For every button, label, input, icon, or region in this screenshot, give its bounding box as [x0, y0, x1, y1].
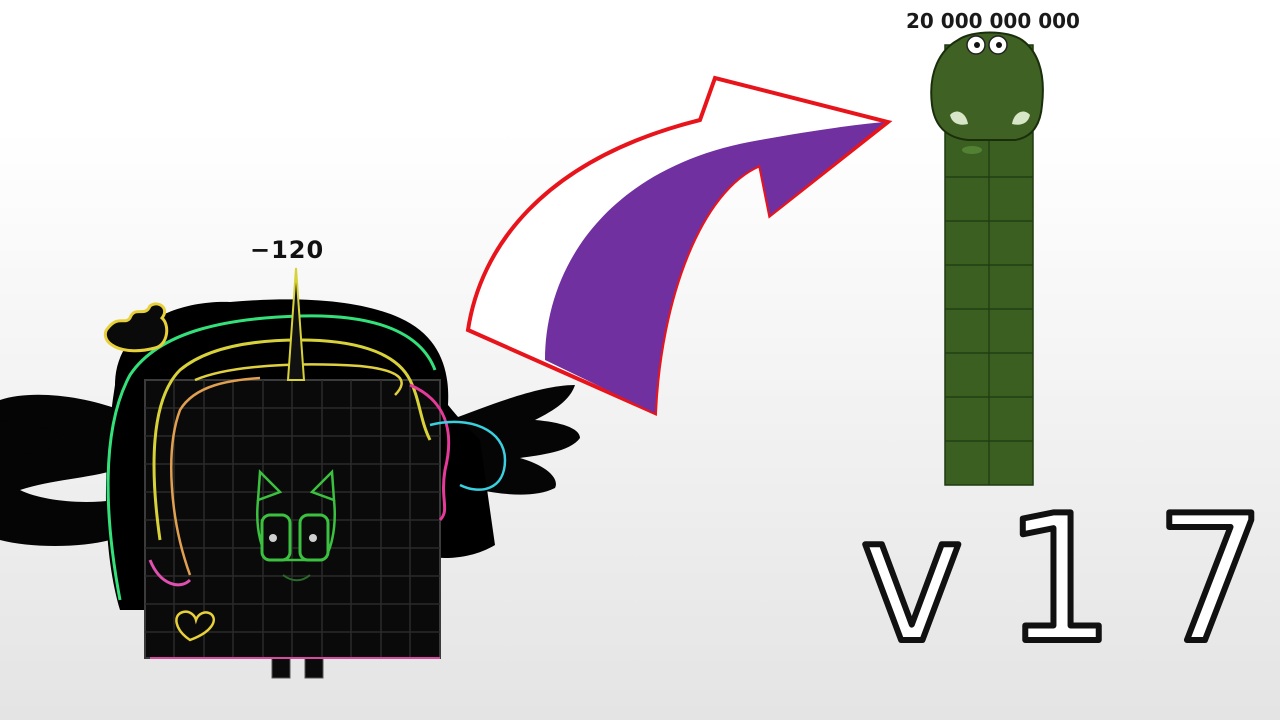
chin-highlight: [962, 146, 982, 154]
mouth: [282, 574, 311, 582]
mane-outline-orange: [170, 376, 261, 576]
left-pupil: [269, 534, 277, 542]
mane-outline-pink: [148, 559, 192, 587]
right-cheek: [1012, 111, 1030, 125]
left-wing-feather: [0, 420, 75, 458]
right-foot: [304, 657, 324, 679]
left-character: [0, 267, 580, 679]
horn-icon: [286, 267, 306, 381]
transition-arrow: [465, 75, 893, 417]
mane-inner-yellow: [194, 363, 403, 396]
right-pupil: [996, 42, 1002, 48]
right-number-label: 20 000 000 000: [906, 9, 1080, 33]
arrow-fill: [545, 122, 885, 413]
left-wing-icon: [0, 394, 120, 546]
left-number-label: −120: [250, 236, 325, 264]
mane-outline-green: [106, 314, 437, 601]
right-pupil: [309, 534, 317, 542]
mane-outline-magenta: [409, 383, 451, 522]
heart-icon: [175, 610, 215, 642]
caption-v17: v17: [857, 476, 1280, 685]
crown-icon: [103, 302, 169, 353]
face-outline: [256, 499, 336, 562]
left-ear-icon: [256, 469, 283, 502]
left-foot: [271, 657, 291, 679]
right-ear-icon: [309, 469, 336, 502]
right-character: [930, 31, 1044, 486]
left-pupil: [974, 42, 980, 48]
caption-text: v17: [860, 479, 1280, 682]
head-icon: [930, 31, 1044, 141]
mane-outline-cyan: [429, 420, 507, 491]
left-cheek: [950, 111, 968, 125]
